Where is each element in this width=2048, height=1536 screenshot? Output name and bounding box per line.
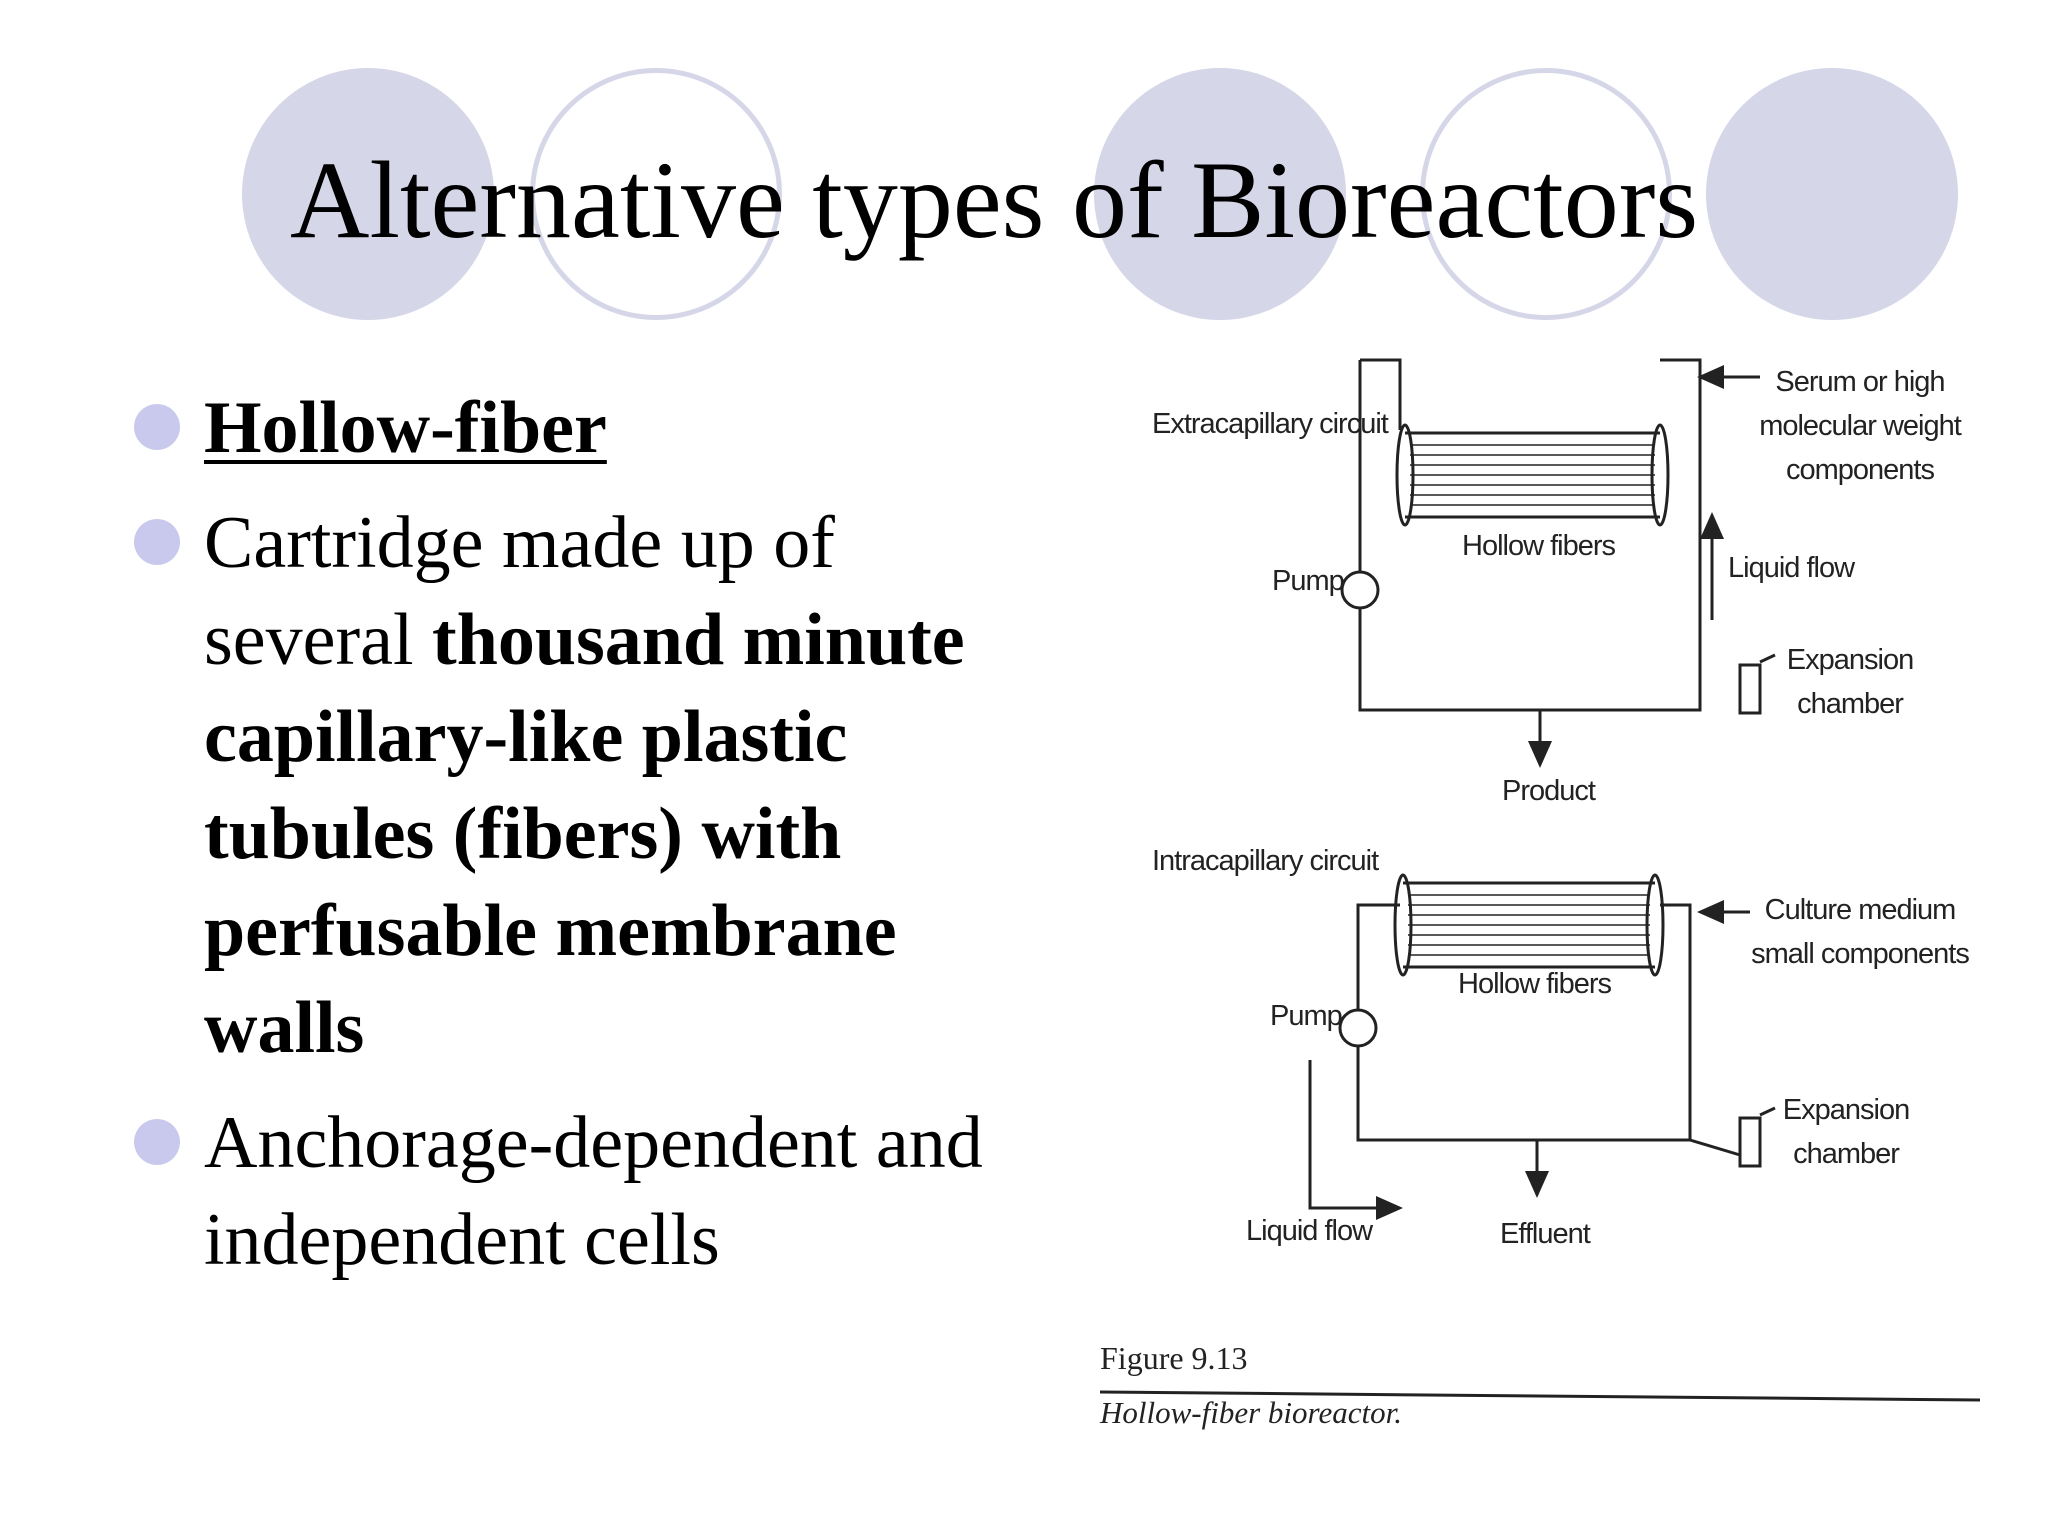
label-hollow-fibers-top: Hollow fibers bbox=[1462, 530, 1616, 562]
bullet-heading: Hollow-fiber bbox=[204, 387, 607, 469]
label-hollow-fibers-bottom: Hollow fibers bbox=[1458, 968, 1612, 1000]
bullet-text: Anchorage-dependent and independent cell… bbox=[204, 1102, 983, 1281]
decor-circle-3 bbox=[1094, 68, 1346, 320]
label-intracapillary-circuit: Intracapillary circuit bbox=[1152, 845, 1379, 877]
label-serum-line: molecular weight bbox=[1759, 410, 1962, 442]
hollow-fiber-diagram bbox=[1100, 358, 1981, 1402]
label-liquid-flow-top: Liquid flow bbox=[1728, 552, 1855, 584]
label-expansion-line: chamber bbox=[1797, 688, 1904, 720]
bullet-dot-icon bbox=[134, 519, 180, 565]
bullet-dot-icon bbox=[134, 1119, 180, 1165]
bullet-cartridge: Cartridge made up of several thousand mi… bbox=[134, 495, 1034, 1077]
hollow-fiber-figure: Extracapillary circuit Serum or high mol… bbox=[1100, 340, 2000, 1450]
decor-circle-1 bbox=[242, 68, 494, 320]
bullet-list: Hollow-fiber Cartridge made up of severa… bbox=[134, 380, 1034, 1289]
figure-number: Figure 9.13 bbox=[1100, 1340, 1248, 1376]
label-culture-line: Culture medium bbox=[1764, 894, 1957, 926]
label-culture-line: small components bbox=[1751, 938, 1970, 970]
label-culture-medium: Culture medium small components bbox=[1740, 888, 1980, 976]
label-pump-bottom: Pump bbox=[1270, 1000, 1343, 1032]
label-expansion-line: Expansion bbox=[1786, 644, 1914, 676]
decor-circle-5 bbox=[1706, 68, 1958, 320]
label-serum-line: Serum or high bbox=[1775, 366, 1945, 398]
label-pump-top: Pump bbox=[1272, 565, 1345, 597]
label-extracapillary-circuit: Extracapillary circuit bbox=[1152, 408, 1389, 440]
label-expansion-line: Expansion bbox=[1782, 1094, 1910, 1126]
label-expansion-line: chamber bbox=[1793, 1138, 1900, 1170]
slide-title: Alternative types of Bioreactors bbox=[290, 139, 1699, 261]
label-expansion-chamber-top: Expansion chamber bbox=[1780, 638, 1920, 726]
bullet-dot-icon bbox=[134, 404, 180, 450]
decor-circle-4 bbox=[1420, 68, 1672, 320]
bullet-text-bold: thousand minute capillary-like plastic t… bbox=[204, 599, 965, 1069]
label-expansion-chamber-bottom: Expansion chamber bbox=[1776, 1088, 1916, 1176]
label-product: Product bbox=[1502, 775, 1596, 807]
decor-circle-2 bbox=[530, 68, 782, 320]
label-serum-components: Serum or high molecular weight component… bbox=[1740, 360, 1980, 492]
label-serum-line: components bbox=[1786, 454, 1935, 486]
label-liquid-flow-bottom: Liquid flow bbox=[1246, 1215, 1373, 1247]
figure-caption: Hollow-fiber bioreactor. bbox=[1100, 1395, 1402, 1430]
bullet-hollow-fiber: Hollow-fiber bbox=[134, 380, 1034, 477]
bullet-text-plain: Cartridge made up of several bbox=[204, 502, 835, 681]
bullet-cells: Anchorage-dependent and independent cell… bbox=[134, 1095, 1034, 1289]
label-effluent: Effluent bbox=[1500, 1218, 1591, 1250]
